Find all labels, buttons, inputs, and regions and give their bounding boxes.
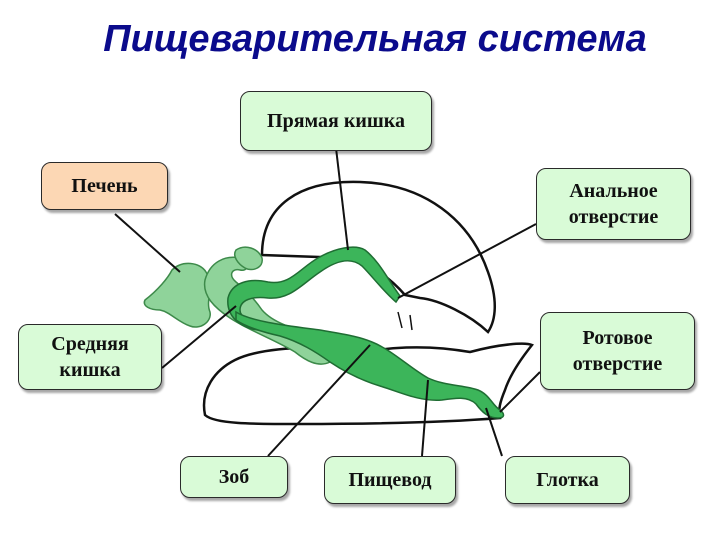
pointer-rectum (335, 147, 349, 251)
label-esophagus: Пищевод (324, 456, 456, 504)
label-midgut: Средняя кишка (18, 324, 162, 390)
pointer-liver (114, 213, 181, 273)
body-outline (202, 342, 535, 426)
label-mouth: Ротовое отверстие (540, 312, 695, 390)
label-liver-text: Печень (71, 175, 138, 197)
label-rectum: Прямая кишка (240, 91, 432, 151)
pointer-mouth (499, 371, 541, 413)
label-crop: Зоб (180, 456, 288, 498)
label-midgut-text: Средняя кишка (51, 333, 129, 381)
label-liver: Печень (41, 162, 168, 210)
label-esophagus-text: Пищевод (348, 469, 432, 491)
shell-outline (260, 180, 496, 334)
pointer-pharynx (485, 407, 503, 457)
pointer-esophagus (421, 379, 429, 457)
label-pharynx: Глотка (505, 456, 630, 504)
label-anus-text: Анальное отверстие (568, 180, 659, 228)
label-anus: Анальное отверстие (536, 168, 691, 240)
label-crop-text: Зоб (218, 466, 250, 488)
pointer-midgut (161, 305, 237, 369)
page-title: Пищеварительная система (103, 18, 647, 60)
gut-shape (227, 246, 505, 419)
pointer-lines (114, 147, 541, 457)
pointer-crop (267, 344, 371, 457)
label-rectum-text: Прямая кишка (267, 110, 405, 132)
label-mouth-text: Ротовое отверстие (572, 327, 663, 375)
pointer-anus (397, 223, 537, 299)
label-pharynx-text: Глотка (536, 469, 599, 491)
